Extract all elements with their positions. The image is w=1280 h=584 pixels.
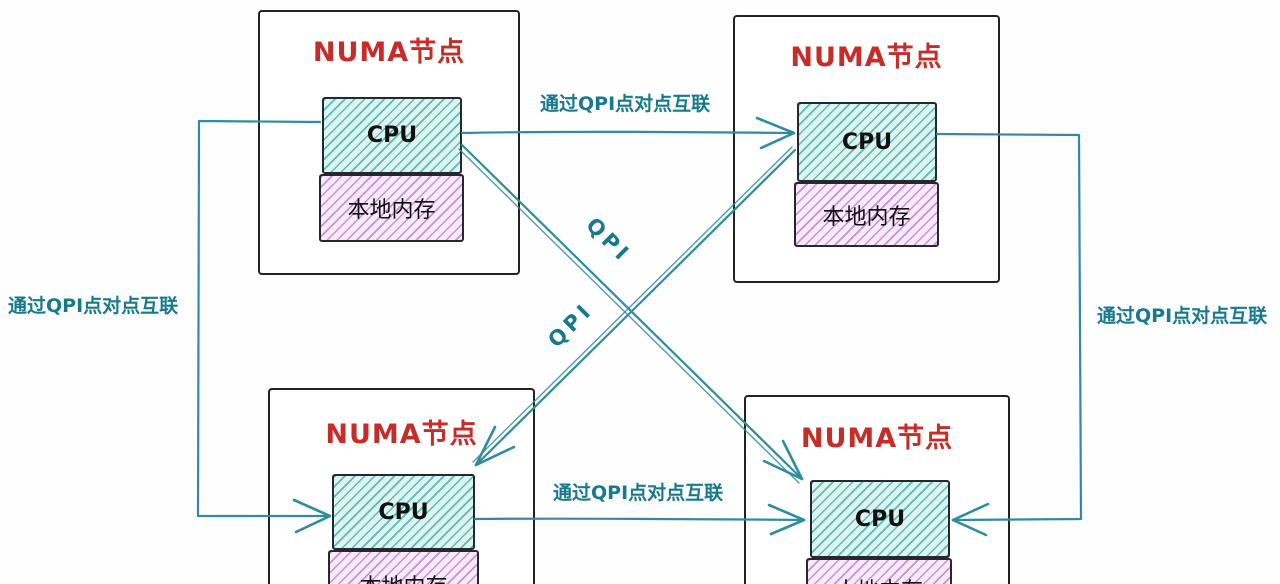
- cpu-box: CPU: [322, 97, 462, 174]
- cpu-label: CPU: [854, 506, 906, 532]
- memory-label: 本地内存: [347, 198, 436, 223]
- edge-label-right: 通过QPI点对点互联: [1097, 305, 1268, 327]
- memory-label: 本地内存: [359, 569, 447, 584]
- cpu-label: CPU: [366, 123, 418, 148]
- memory-box: 本地内存: [319, 174, 464, 242]
- numa-node-top-left: NUMA节点 CPU 本地内存: [258, 10, 520, 275]
- edge-label-qpi-lower: QPI: [543, 297, 598, 353]
- edge-label-left: 通过QPI点对点互联: [8, 295, 179, 317]
- cpu-label: CPU: [378, 499, 429, 525]
- memory-label: 本地内存: [822, 204, 911, 230]
- numa-node-bottom-right: NUMA节点 CPU 本地内存: [744, 395, 1010, 584]
- node-title: NUMA节点: [800, 423, 954, 454]
- edge-label-top: 通过QPI点对点互联: [540, 93, 711, 115]
- memory-label: 本地内存: [835, 573, 923, 584]
- memory-box: 本地内存: [806, 558, 952, 584]
- memory-box: 本地内存: [328, 550, 479, 584]
- numa-node-bottom-left: NUMA节点 CPU 本地内存: [268, 388, 535, 584]
- numa-node-top-right: NUMA节点 CPU 本地内存: [733, 15, 1000, 283]
- cpu-label: CPU: [841, 129, 893, 155]
- node-title: NUMA节点: [790, 42, 943, 73]
- edge-label-bottom: 通过QPI点对点互联: [553, 482, 724, 504]
- memory-box: 本地内存: [794, 182, 939, 247]
- node-title: NUMA节点: [312, 37, 466, 68]
- cpu-box: CPU: [797, 102, 937, 182]
- edge-label-qpi-upper: QPI: [581, 212, 636, 268]
- cpu-box: CPU: [810, 480, 950, 558]
- cpu-box: CPU: [332, 474, 475, 550]
- node-title: NUMA节点: [325, 419, 478, 450]
